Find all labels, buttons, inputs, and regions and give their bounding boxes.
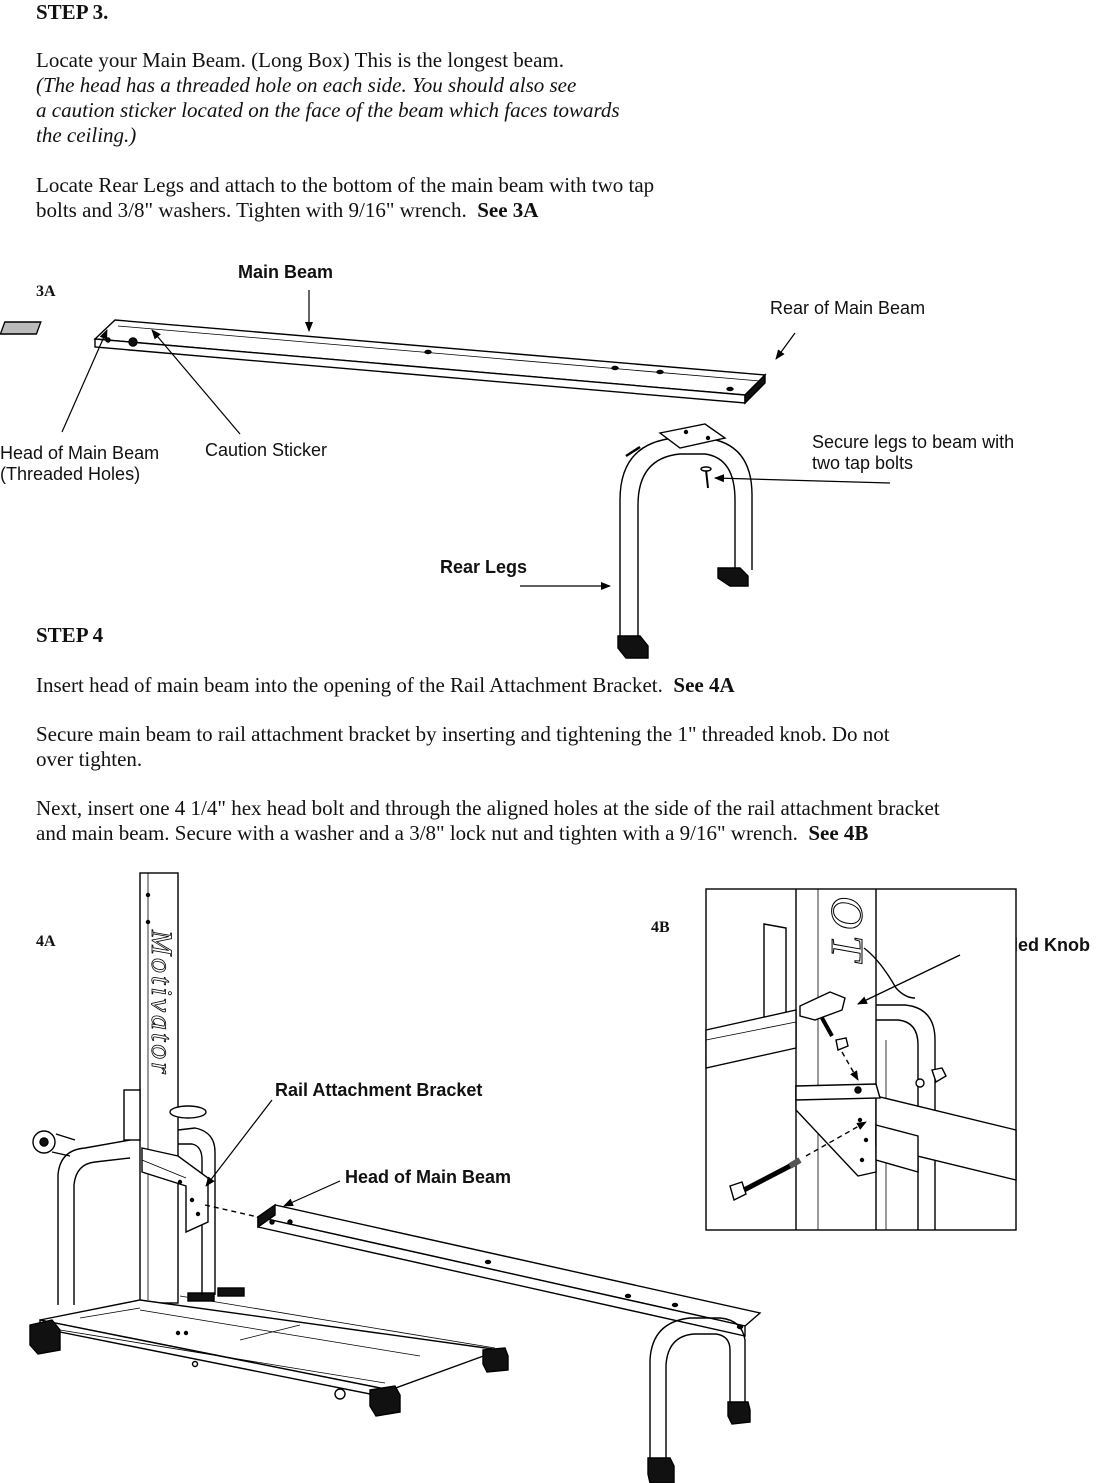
see-4a-reference: See 4A	[673, 673, 735, 697]
brand-fragment-4b: OT	[822, 896, 873, 967]
step3-heading: STEP 3.	[36, 0, 109, 24]
label-head-of-main-beam: Head of Main Beam (Threaded Holes)	[0, 443, 159, 485]
detail-box-4b	[705, 888, 1017, 1231]
step4-para3-line2: and main beam. Secure with a washer and …	[36, 821, 798, 845]
step4-para1-text: Insert head of main beam into the openin…	[36, 673, 663, 697]
step3-para1-italic-line1: (The head has a threaded hole on each si…	[36, 73, 577, 97]
see-3a-reference: See 3A	[477, 198, 539, 222]
leader-lines-4a	[205, 1099, 341, 1207]
step3-para2-line2: bolts and 3/8" washers. Tighten with 9/1…	[36, 198, 467, 222]
step3-para1-italic-line3: the ceiling.)	[36, 123, 137, 147]
step4-heading: STEP 4	[36, 623, 104, 647]
label-main-beam: Main Beam	[238, 262, 334, 282]
step3-para1-italic-line2: a caution sticker located on the face of…	[36, 98, 620, 122]
label-rail-attachment-bracket: Rail Attachment Bracket	[275, 1080, 483, 1100]
label-secure-line2: two tap bolts	[812, 453, 914, 473]
label-secure-line1: Secure legs to beam with	[812, 432, 1015, 452]
step3-paragraph-1: Locate your Main Beam. (Long Box) This i…	[36, 48, 620, 148]
step4-paragraph-2: Secure main beam to rail attachment brac…	[36, 722, 890, 772]
leader-line-4b	[857, 954, 961, 1005]
label-head-line2: (Threaded Holes)	[0, 464, 141, 484]
label-rear-of-main-beam: Rear of Main Beam	[770, 298, 926, 318]
main-beam-4a-drawing	[256, 1203, 762, 1483]
step3-para1-text: Locate your Main Beam. (Long Box) This i…	[36, 48, 565, 72]
figure-4a-id: 4A	[36, 933, 56, 950]
step4-para2-line2: over tighten.	[36, 747, 143, 771]
figure-4b-id: 4B	[651, 919, 670, 936]
step4-paragraph-3: Next, insert one 4 1/4" hex head bolt an…	[36, 796, 940, 846]
main-beam-3a-drawing	[0, 319, 767, 405]
step3-paragraph-2: Locate Rear Legs and attach to the botto…	[36, 173, 654, 223]
figure-3a-id: 3A	[36, 283, 56, 300]
step4-paragraph-1: Insert head of main beam into the openin…	[36, 673, 735, 698]
label-head-of-main-beam-4a: Head of Main Beam	[345, 1167, 512, 1187]
label-caution-sticker: Caution Sticker	[205, 440, 328, 460]
see-4b-reference: See 4B	[808, 821, 869, 845]
leader-lines-3a	[61, 290, 891, 590]
motivator-brand-4a: Motivator	[145, 929, 178, 1077]
machine-4a-drawing	[29, 872, 509, 1417]
label-secure-legs: Secure legs to beam with two tap bolts	[812, 432, 1014, 474]
rear-legs-3a-drawing	[617, 423, 753, 659]
step3-para2-line1: Locate Rear Legs and attach to the botto…	[36, 173, 655, 197]
step4-para2-line1: Secure main beam to rail attachment brac…	[36, 722, 890, 746]
label-head-line1: Head of Main Beam	[0, 443, 160, 463]
step4-para3-line1: Next, insert one 4 1/4" hex head bolt an…	[36, 796, 940, 820]
label-rear-legs: Rear Legs	[440, 557, 528, 577]
